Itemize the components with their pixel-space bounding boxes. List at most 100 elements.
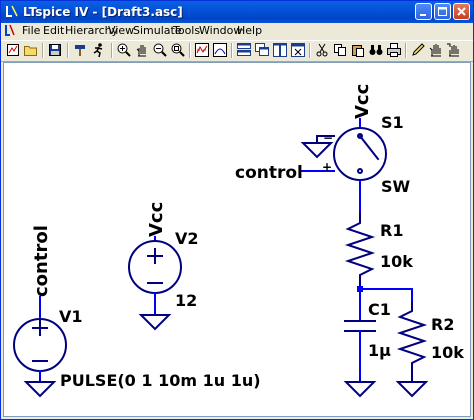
net-label-control-v1[interactable]: control: [31, 225, 52, 297]
c1-ref-label: C1: [368, 300, 391, 319]
drag-button[interactable]: [446, 42, 462, 58]
hand-icon: [136, 45, 146, 57]
hand-drag-icon: [447, 43, 459, 57]
ground-symbol: [343, 381, 377, 398]
resistor-r2[interactable]: [396, 302, 428, 383]
folder-icon: [24, 46, 37, 56]
scissors-icon: [316, 43, 328, 57]
window-title: LTspice IV - [Draft3.asc]: [23, 5, 183, 19]
ltspice-document-icon[interactable]: [4, 24, 16, 37]
capacitor-c1[interactable]: [344, 320, 376, 383]
v1-value-label: PULSE(0 1 10m 1u 1u): [60, 371, 261, 390]
copy-button[interactable]: [332, 42, 348, 58]
waveform-button[interactable]: [194, 42, 210, 58]
ground-symbol: [395, 381, 429, 398]
toolbar-separator: [231, 43, 233, 58]
menu-edit[interactable]: Edit: [43, 24, 65, 37]
pencil-icon: [412, 43, 425, 56]
menu-help[interactable]: Help: [237, 24, 263, 37]
close-all-button[interactable]: [290, 42, 306, 58]
save-button[interactable]: [47, 42, 63, 58]
close-windows-icon: [291, 43, 305, 57]
voltage-source-v2[interactable]: [128, 236, 182, 316]
toolbar-separator: [42, 43, 44, 58]
tile-horizontal-button[interactable]: [236, 42, 252, 58]
menu-file[interactable]: File: [22, 24, 41, 37]
waveform-icon: [195, 43, 209, 57]
r1-ref-label: R1: [380, 221, 403, 240]
running-man-icon: [93, 43, 103, 58]
tile-vertical-icon: [273, 43, 287, 57]
zoom-fit-button[interactable]: [170, 42, 186, 58]
find-button[interactable]: [368, 42, 384, 58]
pan-button[interactable]: [134, 42, 150, 58]
hand-move-icon: [429, 44, 441, 57]
switch-plus-pin: +: [322, 160, 332, 174]
ground-symbol: [138, 314, 172, 331]
paste-icon: [352, 45, 364, 57]
main-toolbar: [1, 40, 473, 62]
s1-value-label: SW: [381, 177, 411, 196]
net-label-vcc-v2[interactable]: Vcc: [146, 202, 167, 237]
v2-value-label: 12: [175, 291, 197, 310]
r2-value-label: 10k: [431, 343, 464, 362]
schematic-canvas[interactable]: control V1 PULSE(0 1 10m 1u 1u) Vcc V2 1…: [3, 62, 471, 417]
control-panel-button[interactable]: [72, 42, 88, 58]
menu-simulate[interactable]: Simulate: [133, 24, 182, 37]
menu-tools[interactable]: Tools: [173, 24, 201, 37]
minimize-icon: [420, 14, 426, 16]
menu-bar: File Edit Hierarchy View Simulate Tools …: [1, 23, 473, 39]
cut-button[interactable]: [314, 42, 330, 58]
binoculars-icon: [369, 45, 383, 55]
ground-symbol: [300, 142, 334, 159]
r2-ref-label: R2: [431, 315, 454, 334]
move-button[interactable]: [428, 42, 444, 58]
v1-ref-label: V1: [59, 307, 83, 326]
zoom-out-button[interactable]: [152, 42, 168, 58]
resistor-r1[interactable]: [344, 212, 376, 288]
switch-minus-pin: −: [323, 131, 333, 145]
print-button[interactable]: [386, 42, 402, 58]
maximize-button[interactable]: [434, 3, 451, 20]
toolbar-separator: [189, 43, 191, 58]
c1-value-label: 1μ: [368, 341, 391, 360]
net-label-control-s1[interactable]: control: [235, 163, 303, 183]
copy-icon: [334, 44, 346, 56]
printer-icon: [387, 43, 401, 57]
paste-button[interactable]: [350, 42, 366, 58]
zoom-out-icon: [153, 43, 167, 57]
new-schematic-icon: [7, 44, 19, 56]
new-schematic-button[interactable]: [5, 42, 21, 58]
close-icon: [457, 7, 466, 16]
run-button[interactable]: [91, 42, 107, 58]
cascade-windows-icon: [255, 43, 269, 56]
menu-hierarchy[interactable]: Hierarchy: [65, 24, 119, 37]
cascade-button[interactable]: [254, 42, 270, 58]
scissors-waveform-icon: [213, 43, 227, 57]
zoom-in-icon: [117, 43, 131, 57]
undo-button[interactable]: [410, 42, 426, 58]
ltspice-logo-icon: [6, 5, 18, 17]
voltage-source-v1[interactable]: [13, 296, 67, 383]
floppy-disk-icon: [49, 44, 61, 56]
autorange-button[interactable]: [212, 42, 228, 58]
net-label-vcc-s1[interactable]: Vcc: [352, 84, 373, 119]
menu-window[interactable]: Window: [199, 24, 243, 37]
menu-view[interactable]: View: [108, 24, 135, 37]
close-button[interactable]: [453, 3, 470, 20]
voltage-controlled-switch-s1[interactable]: [301, 118, 387, 214]
zoom-fit-icon: [171, 43, 185, 57]
r1-value-label: 10k: [380, 252, 413, 271]
toolbar-separator: [111, 43, 113, 58]
ground-symbol: [23, 381, 57, 398]
toolbar-separator: [309, 43, 311, 58]
toolbar-separator: [67, 43, 69, 58]
s1-ref-label: S1: [381, 113, 404, 132]
title-bar[interactable]: LTspice IV - [Draft3.asc]: [1, 1, 473, 23]
zoom-in-button[interactable]: [116, 42, 132, 58]
minimize-button[interactable]: [415, 3, 432, 20]
tile-vertical-button[interactable]: [272, 42, 288, 58]
tile-horizontal-icon: [237, 43, 251, 56]
open-button[interactable]: [23, 42, 39, 58]
